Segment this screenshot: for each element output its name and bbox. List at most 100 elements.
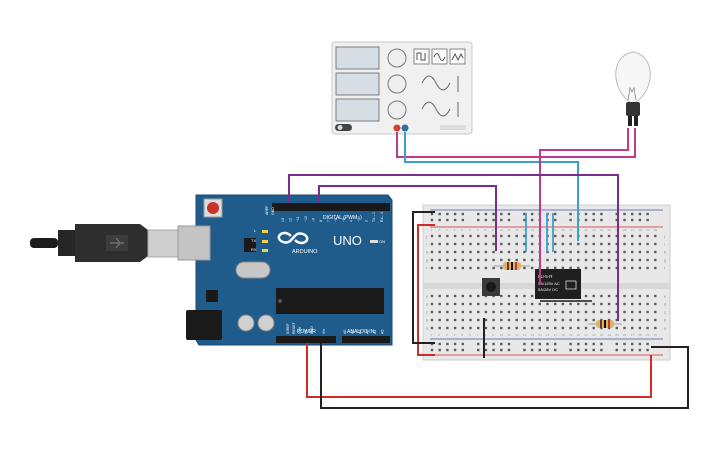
- breadboard-hole[interactable]: [438, 302, 441, 306]
- breadboard-hole[interactable]: [530, 326, 534, 330]
- breadboard-hole[interactable]: [477, 348, 480, 352]
- breadboard-hole[interactable]: [623, 294, 626, 298]
- breadboard-hole[interactable]: [477, 234, 480, 238]
- breadboard-hole[interactable]: [638, 218, 642, 222]
- breadboard-hole[interactable]: [584, 348, 588, 352]
- breadboard-hole[interactable]: [515, 310, 518, 314]
- breadboard-hole[interactable]: [538, 326, 541, 330]
- breadboard-hole[interactable]: [546, 302, 549, 306]
- amplitude-knob[interactable]: [387, 74, 407, 94]
- breadboard-hole[interactable]: [646, 258, 649, 262]
- breadboard-hole[interactable]: [530, 212, 534, 216]
- breadboard-hole[interactable]: [507, 294, 511, 298]
- breadboard-hole[interactable]: [569, 234, 572, 238]
- light-bulb[interactable]: [615, 51, 651, 126]
- breadboard-hole[interactable]: [523, 310, 526, 314]
- breadboard-hole[interactable]: [584, 294, 588, 298]
- breadboard-hole[interactable]: [507, 348, 511, 352]
- breadboard-hole[interactable]: [438, 234, 441, 238]
- breadboard-hole[interactable]: [600, 294, 603, 298]
- breadboard-hole[interactable]: [600, 302, 603, 306]
- breadboard-hole[interactable]: [615, 258, 618, 262]
- function-generator[interactable]: [331, 41, 473, 135]
- breadboard-hole[interactable]: [607, 234, 611, 238]
- breadboard-hole[interactable]: [623, 348, 626, 352]
- breadboard-hole[interactable]: [446, 218, 449, 222]
- breadboard-hole[interactable]: [584, 266, 588, 270]
- breadboard-hole[interactable]: [546, 318, 549, 322]
- breadboard-hole[interactable]: [623, 218, 626, 222]
- breadboard-hole[interactable]: [453, 318, 457, 322]
- breadboard-hole[interactable]: [438, 242, 441, 246]
- breadboard-hole[interactable]: [477, 242, 480, 246]
- breadboard-hole[interactable]: [623, 258, 626, 262]
- breadboard-hole[interactable]: [461, 342, 464, 346]
- breadboard-hole[interactable]: [607, 310, 611, 314]
- breadboard-hole[interactable]: [646, 310, 649, 314]
- push-button-cap[interactable]: [486, 282, 496, 292]
- breadboard-hole[interactable]: [484, 348, 488, 352]
- breadboard-hole[interactable]: [500, 294, 503, 298]
- breadboard-hole[interactable]: [600, 250, 603, 254]
- breadboard-hole[interactable]: [569, 318, 572, 322]
- breadboard-hole[interactable]: [569, 266, 572, 270]
- breadboard-hole[interactable]: [430, 234, 434, 238]
- breadboard-hole[interactable]: [469, 234, 472, 238]
- breadboard-hole[interactable]: [638, 234, 642, 238]
- breadboard-hole[interactable]: [430, 294, 434, 298]
- breadboard-hole[interactable]: [530, 318, 534, 322]
- breadboard-hole[interactable]: [569, 218, 572, 222]
- breadboard-hole[interactable]: [469, 302, 472, 306]
- breadboard-hole[interactable]: [484, 302, 488, 306]
- breadboard-hole[interactable]: [477, 318, 480, 322]
- breadboard-hole[interactable]: [592, 348, 595, 352]
- breadboard-hole[interactable]: [461, 218, 464, 222]
- breadboard-hole[interactable]: [453, 258, 457, 262]
- breadboard-hole[interactable]: [530, 234, 534, 238]
- breadboard-hole[interactable]: [615, 250, 618, 254]
- breadboard-hole[interactable]: [554, 250, 557, 254]
- resistor-1[interactable]: [494, 262, 530, 270]
- breadboard-hole[interactable]: [430, 310, 434, 314]
- breadboard-hole[interactable]: [500, 348, 503, 352]
- breadboard-hole[interactable]: [577, 326, 580, 330]
- breadboard-hole[interactable]: [561, 302, 565, 306]
- breadboard-hole[interactable]: [638, 266, 642, 270]
- usb-cable[interactable]: [30, 224, 179, 262]
- breadboard-hole[interactable]: [569, 310, 572, 314]
- breadboard-hole[interactable]: [469, 294, 472, 298]
- breadboard-hole[interactable]: [546, 310, 549, 314]
- breadboard-hole[interactable]: [638, 318, 642, 322]
- breadboard-hole[interactable]: [523, 218, 526, 222]
- breadboard-hole[interactable]: [554, 348, 557, 352]
- breadboard-hole[interactable]: [507, 318, 511, 322]
- breadboard-hole[interactable]: [554, 310, 557, 314]
- breadboard-hole[interactable]: [577, 242, 580, 246]
- breadboard-hole[interactable]: [561, 310, 565, 314]
- breadboard-hole[interactable]: [446, 342, 449, 346]
- breadboard-hole[interactable]: [453, 266, 457, 270]
- breadboard-hole[interactable]: [584, 318, 588, 322]
- breadboard-hole[interactable]: [523, 250, 526, 254]
- breadboard-hole[interactable]: [538, 302, 541, 306]
- breadboard-hole[interactable]: [507, 234, 511, 238]
- wire-pin8-to-button[interactable]: [318, 185, 497, 251]
- breadboard-hole[interactable]: [654, 294, 657, 298]
- breadboard-hole[interactable]: [461, 258, 464, 262]
- breadboard-hole[interactable]: [507, 258, 511, 262]
- breadboard-hole[interactable]: [484, 342, 488, 346]
- breadboard-hole[interactable]: [484, 212, 488, 216]
- breadboard-hole[interactable]: [446, 242, 449, 246]
- breadboard-hole[interactable]: [623, 250, 626, 254]
- breadboard-hole[interactable]: [569, 258, 572, 262]
- breadboard-hole[interactable]: [631, 258, 634, 262]
- breadboard-hole[interactable]: [477, 342, 480, 346]
- breadboard-hole[interactable]: [530, 250, 534, 254]
- wire-bulb-to-relay[interactable]: [539, 128, 629, 285]
- breadboard-hole[interactable]: [600, 218, 603, 222]
- breadboard-hole[interactable]: [507, 212, 511, 216]
- breadboard-hole[interactable]: [554, 258, 557, 262]
- breadboard-hole[interactable]: [500, 258, 503, 262]
- breadboard-hole[interactable]: [615, 318, 618, 322]
- breadboard-hole[interactable]: [569, 302, 572, 306]
